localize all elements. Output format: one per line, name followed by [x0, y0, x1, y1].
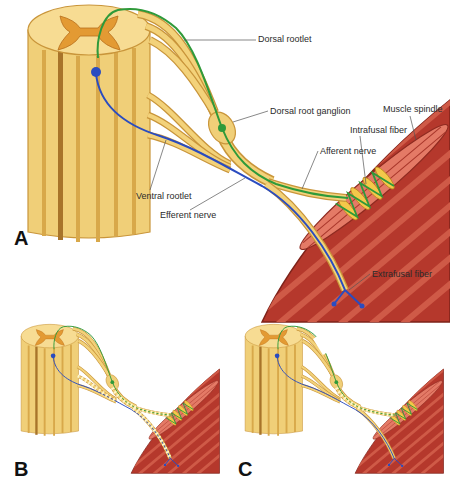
- part-label: Intrafusal fiber: [350, 125, 407, 136]
- part-label: Ventral rootlet: [136, 191, 192, 202]
- panel-letter: A: [14, 227, 28, 249]
- part-label: Extrafusal fiber: [372, 269, 432, 280]
- part-label: Afferent nerve: [320, 146, 376, 157]
- dotted-nerve: [133, 408, 170, 458]
- dotted-nerve: [112, 388, 136, 408]
- leader-line: [349, 274, 370, 290]
- part-label: Efferent nerve: [160, 210, 216, 221]
- leader-line: [360, 136, 366, 184]
- panel-c-anatomy: [245, 324, 450, 483]
- leader-line: [150, 140, 166, 190]
- panel-letter: C: [238, 458, 252, 480]
- degenerated-nerve: [336, 388, 394, 415]
- degenerated-nerve: [78, 376, 171, 458]
- root-cut-gap: [313, 336, 328, 355]
- leader-line: [233, 111, 268, 122]
- leader-line: [184, 40, 256, 41]
- dotted-nerve: [336, 388, 360, 408]
- panel-b-anatomy: [21, 324, 268, 483]
- part-label: Muscle spindle: [383, 104, 443, 115]
- leader-line: [302, 151, 318, 189]
- panel-c-illustration: [245, 324, 450, 483]
- leader-line: [190, 178, 245, 210]
- dotted-nerve: [78, 376, 117, 400]
- part-label: Dorsal rootlet: [258, 34, 312, 45]
- dotted-nerve: [358, 408, 395, 416]
- leader-lines: [150, 40, 416, 290]
- part-label: Dorsal root ganglion: [270, 106, 351, 117]
- leader-line: [410, 116, 416, 140]
- panel-b-illustration: [21, 324, 268, 483]
- panel-letter: B: [14, 458, 28, 480]
